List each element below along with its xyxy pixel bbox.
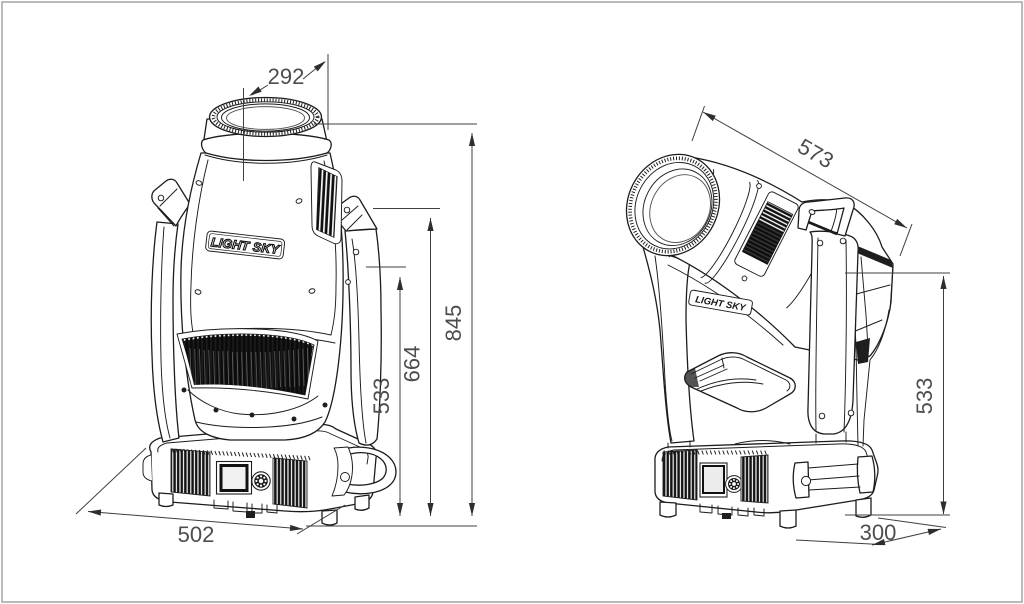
svg-text:533: 533 [369, 378, 394, 415]
svg-text:300: 300 [860, 520, 897, 545]
svg-text:664: 664 [400, 346, 425, 383]
svg-text:845: 845 [441, 305, 466, 342]
svg-text:502: 502 [178, 522, 215, 547]
svg-text:533: 533 [912, 378, 937, 415]
svg-text:292: 292 [268, 64, 305, 89]
